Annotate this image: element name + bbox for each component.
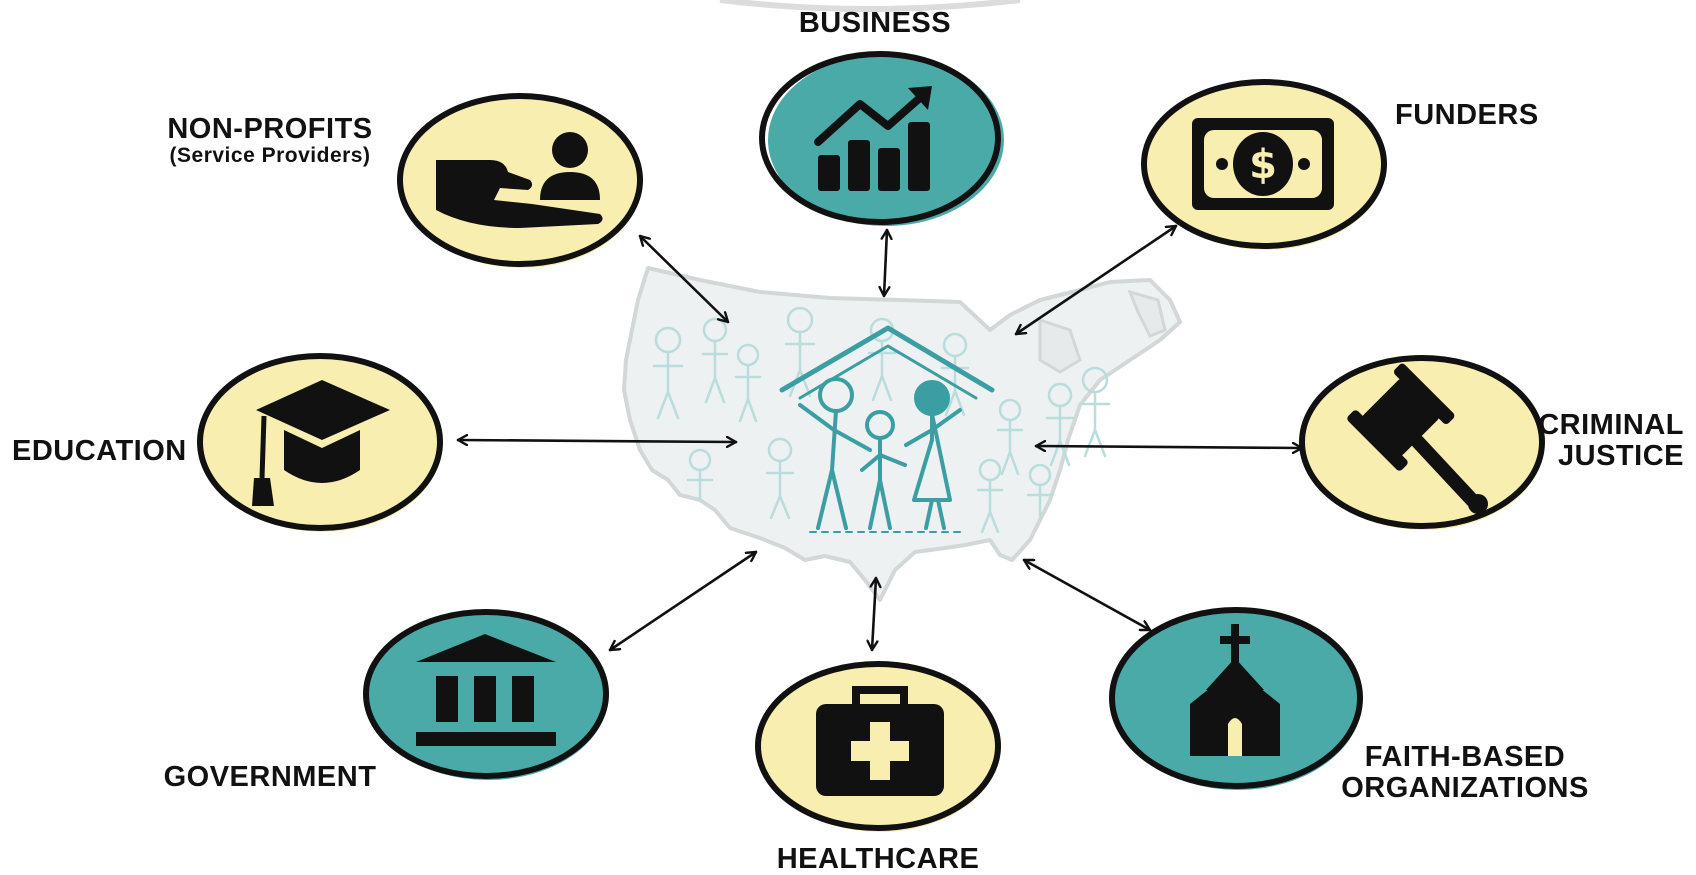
node-education bbox=[197, 353, 443, 532]
label-government: GOVERNMENT bbox=[150, 761, 390, 793]
arrow-non-profits bbox=[638, 234, 730, 324]
label-funders: FUNDERS bbox=[1395, 99, 1565, 131]
arrow-education bbox=[456, 440, 738, 442]
label-education-text: EDUCATION bbox=[12, 435, 187, 467]
label-non-profits-subtext: (Service Providers) bbox=[169, 144, 371, 168]
arrow-government bbox=[608, 550, 758, 652]
growth-chart-icon bbox=[814, 86, 932, 191]
dollar-bill-icon: $ bbox=[1192, 118, 1334, 210]
label-business-text: BUSINESS bbox=[798, 7, 952, 39]
arrow-faith-based bbox=[1022, 558, 1152, 632]
top-arc-decoration bbox=[719, 0, 1021, 12]
node-faith-based bbox=[1109, 607, 1363, 790]
node-healthcare bbox=[755, 661, 1001, 832]
label-criminal-justice: CRIMINAL JUSTICE bbox=[1500, 409, 1684, 473]
arrow-funders bbox=[1014, 224, 1178, 336]
label-government-text: GOVERNMENT bbox=[163, 761, 377, 793]
node-non-profits bbox=[397, 93, 643, 268]
label-faith-based-line2: ORGANIZATIONS bbox=[1341, 772, 1589, 805]
family-under-roof bbox=[779, 325, 995, 533]
medical-kit-icon bbox=[816, 686, 944, 796]
label-education: EDUCATION bbox=[12, 435, 212, 467]
label-criminal-justice-line1: CRIMINAL bbox=[1538, 409, 1684, 441]
label-faith-based-line1: FAITH-BASED bbox=[1364, 741, 1566, 773]
node-criminal-justice bbox=[1299, 355, 1545, 530]
church-icon bbox=[1190, 624, 1280, 756]
label-healthcare: HEALTHCARE bbox=[768, 843, 988, 875]
node-business bbox=[759, 51, 1004, 226]
svg-text:$: $ bbox=[1249, 142, 1277, 188]
label-non-profits-text: NON-PROFITS bbox=[167, 113, 373, 145]
node-funders: $ bbox=[1141, 79, 1387, 250]
gavel-icon bbox=[1347, 363, 1488, 514]
label-faith-based: FAITH-BASED ORGANIZATIONS bbox=[1330, 741, 1600, 805]
arrow-business bbox=[884, 228, 887, 298]
label-business: BUSINESS bbox=[785, 7, 965, 39]
graduation-cap-icon bbox=[252, 380, 390, 506]
node-government bbox=[363, 609, 609, 780]
label-non-profits: NON-PROFITS (Service Providers) bbox=[150, 113, 390, 168]
connector-arrows bbox=[456, 224, 1304, 652]
government-building-icon bbox=[416, 634, 556, 746]
arrow-criminal-justice bbox=[1034, 446, 1304, 448]
label-funders-text: FUNDERS bbox=[1395, 99, 1539, 131]
label-criminal-justice-line2: JUSTICE bbox=[1558, 440, 1684, 473]
arrow-healthcare bbox=[872, 576, 876, 652]
label-healthcare-text: HEALTHCARE bbox=[776, 843, 980, 875]
helping-hand-icon bbox=[436, 132, 603, 228]
